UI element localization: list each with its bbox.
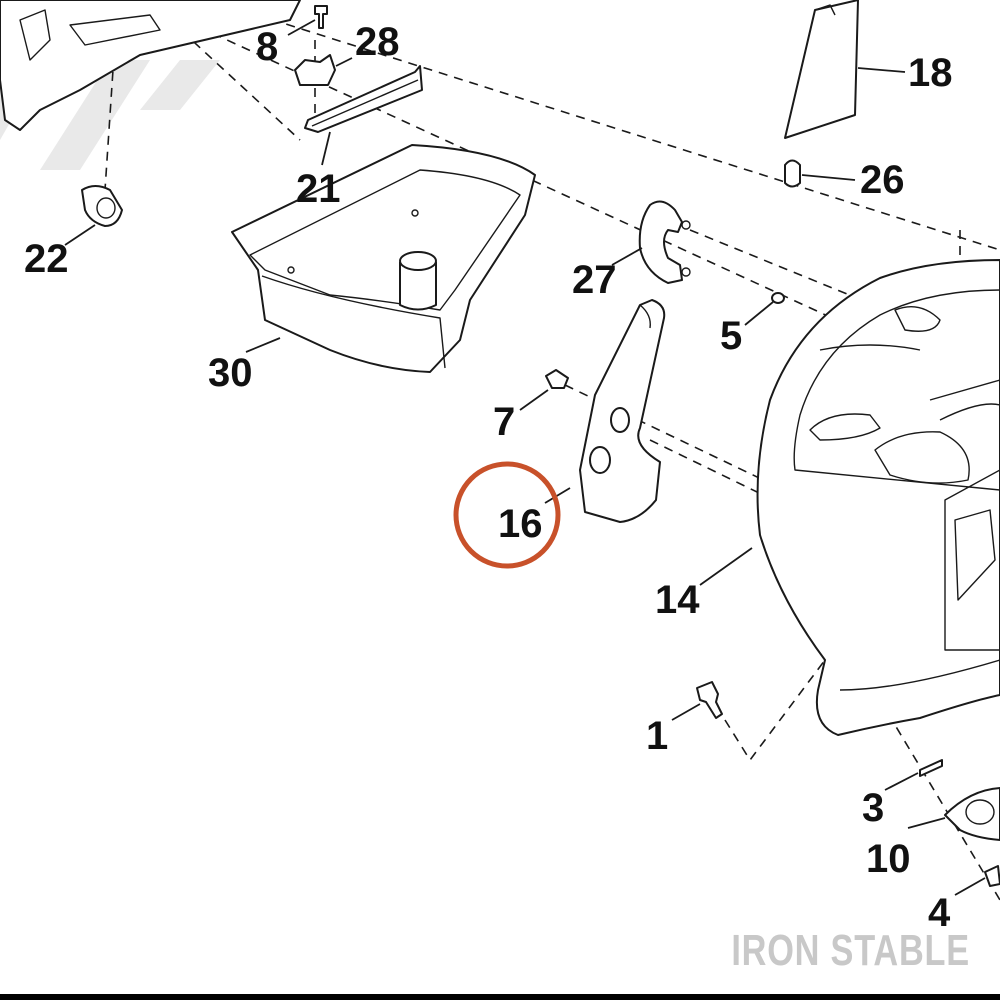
callout-14: 14 <box>655 578 700 622</box>
leader-lines <box>64 19 986 896</box>
callout-28: 28 <box>355 20 400 64</box>
top-left-housing <box>0 0 301 131</box>
part-30-tray <box>231 144 536 373</box>
highlight-circle <box>453 461 561 569</box>
part-18-panel <box>784 0 859 139</box>
part-7-screw <box>545 369 569 389</box>
part-26-pin <box>784 159 801 188</box>
part-5-nut <box>771 292 785 304</box>
watermark-text: IRON STABLE <box>731 926 970 975</box>
callout-4: 4 <box>928 891 951 935</box>
part-10-bushing <box>944 787 1000 841</box>
part-14-housing <box>756 259 1000 736</box>
callout-21: 21 <box>296 167 341 211</box>
part-22-grommet <box>81 185 123 227</box>
part-16-plate <box>579 299 666 523</box>
callout-8: 8 <box>256 25 278 69</box>
bottom-border <box>0 994 1000 1000</box>
callout-1: 1 <box>646 714 668 758</box>
callout-30: 30 <box>208 351 253 395</box>
part-21-bracket <box>304 65 423 133</box>
callout-3: 3 <box>862 786 884 830</box>
part-4-screw <box>984 865 1000 887</box>
part-8-screw <box>314 5 328 29</box>
callout-labels: 8 28 21 22 18 26 30 27 5 7 16 14 1 3 10 … <box>24 20 953 935</box>
callout-10: 10 <box>866 837 911 881</box>
callout-27: 27 <box>572 258 617 302</box>
callout-22: 22 <box>24 237 69 281</box>
part-28-clip <box>294 54 336 86</box>
part-1-bolt <box>696 681 723 719</box>
callout-5: 5 <box>720 314 742 358</box>
part-27-clamp <box>638 200 691 284</box>
part-3-washer <box>919 759 943 777</box>
callout-16: 16 <box>498 502 543 546</box>
callout-18: 18 <box>908 51 953 95</box>
callout-26: 26 <box>860 158 905 202</box>
callout-7: 7 <box>493 400 515 444</box>
